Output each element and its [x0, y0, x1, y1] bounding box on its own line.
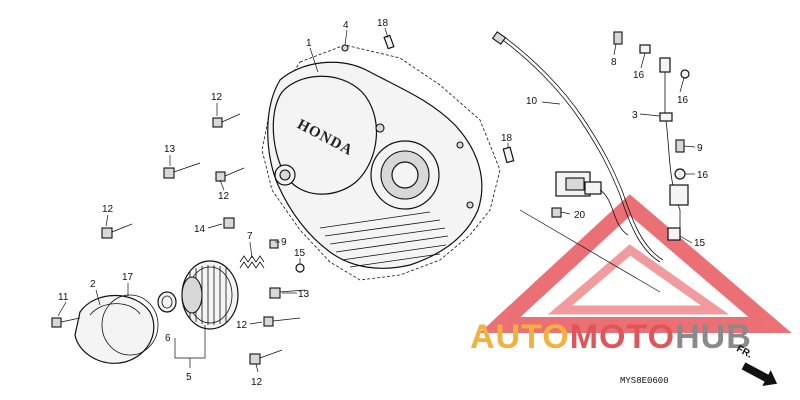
- callout-6: 6: [165, 333, 171, 344]
- watermark-triangle: [479, 194, 792, 333]
- watermark-hub: HUB: [675, 318, 752, 356]
- bolt-13-lower: [269, 287, 306, 299]
- o-ring-17: [101, 294, 159, 356]
- callout-7: 7: [247, 231, 253, 242]
- callout-17: 17: [122, 272, 134, 283]
- callout-3: 3: [632, 110, 638, 121]
- diagram-code: MYS8E0600: [620, 376, 669, 386]
- callout-16-b: 16: [677, 95, 689, 106]
- callout-2: 2: [90, 279, 96, 290]
- callout-16-a: 16: [633, 70, 645, 81]
- bolt-12-mid: [215, 167, 245, 182]
- dowel-pin-upper: [383, 34, 395, 50]
- callout-14: 14: [194, 224, 206, 235]
- o-ring-6: [157, 291, 177, 313]
- callout-12-lower: 12: [236, 320, 248, 331]
- bolt-14: [223, 217, 235, 229]
- right-crankcase-cover: HONDA: [261, 44, 501, 281]
- dowel-pin-right: [502, 146, 515, 164]
- bolt-12-upper: [212, 113, 241, 128]
- callout-18-right: 18: [501, 133, 513, 144]
- callout-12-bottom: 12: [251, 377, 263, 388]
- callout-10: 10: [526, 96, 538, 107]
- wire-harness: [491, 31, 664, 263]
- bolt-9-left: [269, 239, 279, 249]
- washer-15-left: [295, 263, 305, 273]
- callout-11: 11: [58, 292, 69, 303]
- oil-filter-cover: [74, 294, 155, 364]
- callout-9-left: 9: [281, 237, 287, 248]
- callout-13-upper: 13: [164, 144, 176, 155]
- callout-12-mid: 12: [218, 191, 230, 202]
- sensor-unit: [551, 171, 629, 236]
- callout-20: 20: [574, 210, 586, 221]
- callout-18-upper: 18: [377, 18, 389, 29]
- callout-1: 1: [306, 38, 312, 49]
- oil-filter: [181, 260, 239, 330]
- bolt-12-left: [101, 223, 133, 239]
- arrow-icon: [741, 362, 778, 387]
- callout-labels: 1 4 18 12 13 12 12 14 7 9 15 13 2 17 11 …: [58, 18, 709, 388]
- bolt-11: [51, 317, 81, 328]
- callout-15-right: 15: [694, 238, 706, 249]
- watermark-moto: MOTO: [570, 318, 675, 356]
- callout-15-left: 15: [294, 248, 306, 259]
- callout-8: 8: [611, 57, 617, 68]
- watermark-auto: AUTO: [470, 318, 570, 356]
- svg-text:AUTOMOTOHUB: AUTOMOTOHUB: [470, 318, 752, 356]
- bolt-13-upper: [163, 162, 201, 179]
- bolt-12-lower: [263, 316, 301, 327]
- watermark-logo: AUTOMOTOHUB: [470, 318, 752, 356]
- callout-5: 5: [186, 372, 192, 383]
- front-direction-arrow: FR.: [734, 343, 778, 387]
- callout-12-upper: 12: [211, 92, 223, 103]
- callout-4: 4: [343, 20, 349, 31]
- leader-lines: [57, 27, 696, 373]
- callout-12-left: 12: [102, 204, 114, 215]
- bolt-12-bottom: [249, 349, 283, 365]
- callout-13-lower: 13: [298, 289, 310, 300]
- callout-9-right: 9: [697, 143, 703, 154]
- callout-16-c: 16: [697, 170, 709, 181]
